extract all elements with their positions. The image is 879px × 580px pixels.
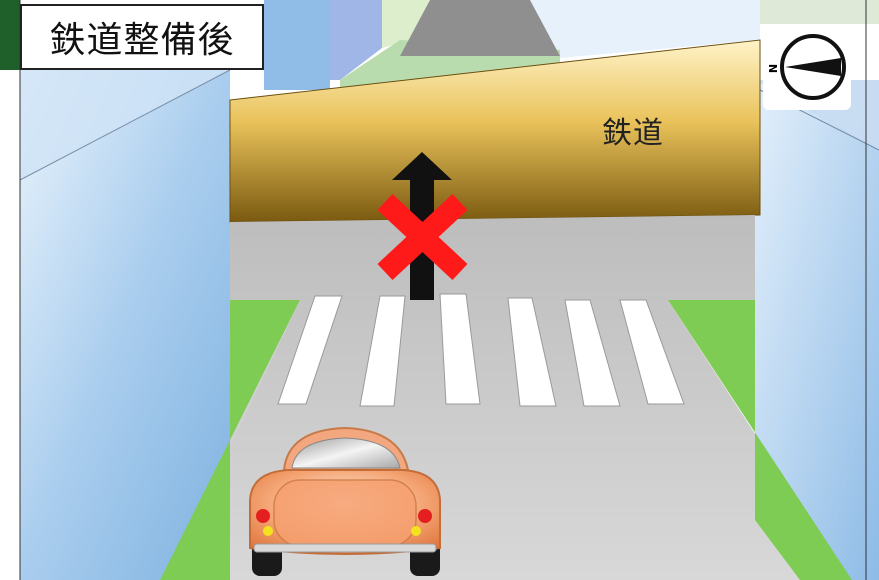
right-grass [668, 300, 852, 580]
car [249, 426, 441, 576]
left-building [20, 70, 230, 580]
compass: N [763, 24, 851, 110]
prohibited-cross-icon [377, 193, 468, 281]
crosswalk [277, 293, 685, 407]
compass-icon [780, 34, 846, 100]
distant-building [330, 0, 382, 80]
compass-north-label: N [767, 63, 781, 74]
page-title: 鉄道整備後 [20, 4, 264, 70]
distant-road [400, 0, 560, 56]
railway-label: 鉄道 [602, 116, 664, 151]
left-grass [160, 300, 300, 580]
right-building [755, 80, 879, 580]
railway-viaduct [229, 39, 761, 223]
